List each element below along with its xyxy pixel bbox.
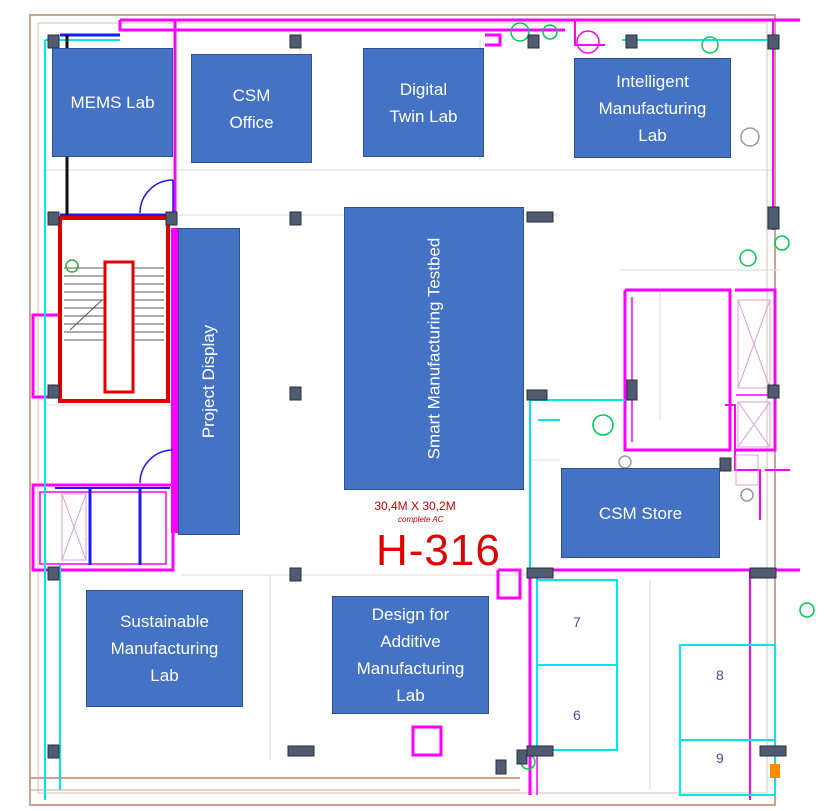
smart-mfg-testbed-text: Smart Manufacturing Testbed: [424, 237, 444, 460]
cubicle-number: 7: [573, 614, 581, 630]
columns: [47, 34, 787, 775]
room-label-dfam-lab: Design for Additive Manufacturing Lab: [332, 596, 489, 714]
project-display-text: Project Display: [199, 324, 219, 439]
magenta-panel: [171, 228, 179, 533]
room-label-csm-office: CSM Office: [191, 54, 312, 163]
room-label-digital-twin-lab: Digital Twin Lab: [363, 48, 484, 157]
room-id: H-316: [376, 526, 501, 575]
room-label-project-display: Project Display: [178, 228, 240, 535]
door-swings: [139, 179, 174, 484]
room-label-csm-store: CSM Store: [561, 468, 720, 558]
room-label-sustainable-mfg-lab: Sustainable Manufacturing Lab: [86, 590, 243, 707]
room-label-smart-mfg-testbed: Smart Manufacturing Testbed: [344, 207, 524, 490]
room-label-intelligent-mfg-lab: Intelligent Manufacturing Lab: [574, 58, 731, 158]
room-label-mems-lab: MEMS Lab: [52, 48, 173, 157]
cubicle-number: 9: [716, 750, 724, 766]
cubicle-number: 8: [716, 667, 724, 683]
fixtures: [510, 22, 815, 770]
stair-core: [58, 216, 170, 403]
service-boxes: [61, 299, 771, 561]
blue-walls: [55, 33, 172, 565]
orange-marker: [770, 764, 780, 778]
dimensions-sublabel: complete AC: [398, 515, 444, 524]
cubicle-number: 6: [573, 707, 581, 723]
dimensions-label: 30,4M X 30,2M: [374, 499, 456, 513]
